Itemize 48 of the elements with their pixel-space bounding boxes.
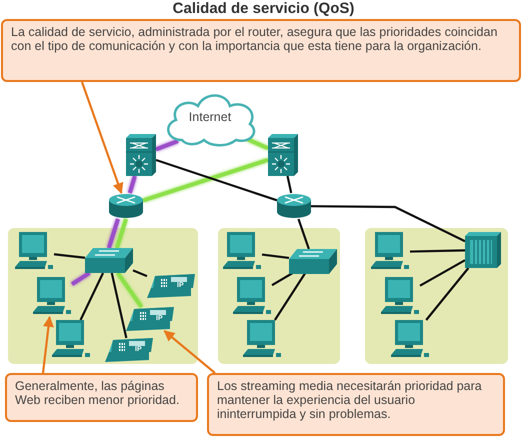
- network-link: [246, 137, 269, 150]
- network-link: [274, 272, 306, 321]
- switch-icon: [289, 249, 337, 273]
- lan-area: [8, 228, 198, 364]
- network-link: [142, 158, 269, 202]
- network-link: [80, 272, 104, 320]
- lan-area: [218, 228, 340, 364]
- cloud-label: Internet: [188, 110, 232, 124]
- network-link: [70, 271, 91, 286]
- computer-icon: [242, 320, 282, 360]
- lan-area: [365, 228, 508, 364]
- computer-icon: [222, 232, 262, 272]
- network-link: [262, 253, 290, 260]
- arrow: [80, 82, 124, 194]
- multilayer-switch-icon: [268, 134, 298, 176]
- network-link: [286, 176, 292, 194]
- network-link: [419, 259, 466, 287]
- multilayer-switch-icon: [126, 134, 156, 176]
- callout-box: Generalmente, las páginas Web reciben menor prioridad.: [5, 373, 198, 422]
- computer-icon: [32, 277, 72, 317]
- callout-box: Los streaming media necesitarán prioridad para mantener la experiencia del usuario ininterrumpida y sin problemas.: [207, 373, 505, 436]
- callout-box: La calidad de servicio, administrada por el router, asegura que las prioridades coincidan con el tipo de comunicación y con la importancia que esta tiene para la organización.: [1, 19, 521, 82]
- network-link: [54, 253, 86, 259]
- network-link: [132, 269, 148, 278]
- arrow: [164, 330, 216, 374]
- computer-icon: [370, 232, 410, 272]
- router-icon: [277, 193, 311, 219]
- router-icon: [109, 193, 143, 219]
- network-link: [425, 267, 470, 321]
- server-icon: [465, 232, 501, 268]
- computer-icon: [232, 277, 272, 317]
- computer-icon: [14, 232, 54, 272]
- network-link: [297, 218, 310, 250]
- network-link: [115, 218, 128, 249]
- network-link: [116, 272, 144, 308]
- network-link: [410, 249, 466, 253]
- arrow: [42, 316, 54, 374]
- computer-icon: [51, 320, 91, 360]
- network-link: [311, 205, 466, 242]
- network-link: [156, 158, 278, 202]
- computer-icon: [380, 277, 420, 317]
- switch-icon: [85, 248, 133, 273]
- network-link: [271, 272, 294, 286]
- network-link: [107, 218, 120, 249]
- computer-icon: [390, 320, 430, 360]
- network-link: [155, 139, 179, 152]
- title: Calidad de servicio (QoS): [172, 0, 356, 17]
- network-link: [128, 175, 137, 194]
